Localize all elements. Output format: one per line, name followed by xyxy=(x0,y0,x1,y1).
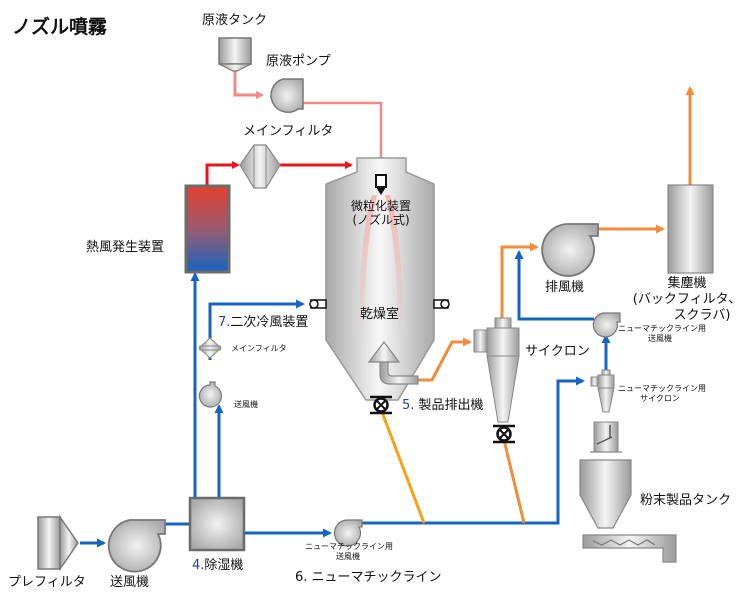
prefilter xyxy=(37,514,79,572)
label-hot-air-generator: 熱風発生装置 xyxy=(86,240,165,255)
label-pneumatic-blower-bottom-line2: 送風機 xyxy=(336,552,360,561)
pneumatic-rotary-feeder xyxy=(590,421,622,453)
page-title: ノズル噴霧 xyxy=(12,16,108,38)
pneumatic-line-cyclone xyxy=(590,369,615,413)
atomizer-nozzle-icon xyxy=(375,174,387,195)
label-dust-collector-line1: 集塵機 xyxy=(667,276,707,291)
label-pneumatic-cyclone: ニューマチックライン用 サイクロン xyxy=(618,384,706,404)
label-blower: 送風機 xyxy=(110,575,150,590)
product-discharge-number: 5. xyxy=(402,398,415,413)
label-pneumatic-blower-right-line2: 送風機 xyxy=(648,334,672,343)
secondary-cooling-text: 二次冷風装置 xyxy=(230,315,309,330)
pneumatic-line-text: ニューマチックライン xyxy=(311,570,442,585)
secondary-blower xyxy=(198,381,222,408)
label-pneumatic-blower-bottom: ニューマチックライン用 送風機 xyxy=(305,542,393,562)
label-blower-small: 送風機 xyxy=(234,400,258,409)
exhaust-pipe-cyclone-to-fan xyxy=(500,242,539,318)
label-pneumatic-line: 6. ニューマチックライン xyxy=(295,570,442,586)
label-atomizer-line2: (ノズル式) xyxy=(352,213,410,227)
screw-conveyor xyxy=(582,534,677,563)
label-main-filter-top: メインフィルタ xyxy=(243,124,334,139)
label-atomizer-line1: 微粒化装置 xyxy=(350,199,411,213)
label-dust-collector-line3: スクラバ) xyxy=(673,308,731,323)
hot-air-generator xyxy=(184,184,231,274)
product-pipe-chamber-to-cyclone xyxy=(417,337,472,382)
raw-liquid-pump xyxy=(270,78,304,113)
pneumatic-line-pipe xyxy=(362,376,585,525)
dehumidifier-text: 除湿機 xyxy=(204,558,244,573)
label-pneumatic-cyclone-line2: サイクロン xyxy=(640,394,680,403)
label-drying-chamber: 乾燥室 xyxy=(360,307,400,322)
cooling-air-inlet-left xyxy=(309,299,327,309)
liquid-pipe-tank-to-pump xyxy=(233,70,264,99)
label-exhaust-fan: 排風機 xyxy=(545,280,585,295)
label-dust-collector: 集塵機 (バックフィルタ、 スクラバ) xyxy=(622,276,751,324)
label-raw-pump: 原液ポンプ xyxy=(266,54,331,69)
label-prefilter: プレフィルタ xyxy=(8,575,86,590)
label-secondary-cooling: 7.二次冷風装置 xyxy=(218,315,308,331)
hot-air-pipe-heater-to-filter xyxy=(205,161,240,185)
label-cyclone: サイクロン xyxy=(525,344,590,359)
main-filter-top xyxy=(239,144,281,189)
cyclone xyxy=(473,317,520,423)
label-powder-tank: 粉末製品タンク xyxy=(640,493,732,508)
product-pipe-cyclone-discharge xyxy=(502,439,526,524)
air-pipe-pneumatic-blower-to-exhaust xyxy=(514,250,594,321)
label-main-filter-small: メインフィルタ xyxy=(231,344,287,353)
pneumatic-line-blower-bottom xyxy=(333,519,363,547)
label-pneumatic-blower-bottom-line1: ニューマチックライン用 xyxy=(305,542,393,551)
dehumidifier xyxy=(188,496,246,552)
product-pipe-chamber-discharge xyxy=(380,411,426,524)
pneumatic-line-blower-right xyxy=(592,312,621,338)
liquid-pipe-pump-to-nozzle xyxy=(303,101,383,175)
spray-plume xyxy=(359,195,377,340)
label-raw-tank: 原液タンク xyxy=(202,13,268,28)
dust-collector xyxy=(667,184,714,274)
label-dust-collector-line2: (バックフィルタ、 xyxy=(632,292,742,307)
product-discharge-text: 製品排出機 xyxy=(418,398,484,413)
dehumidifier-number: 4. xyxy=(192,558,205,573)
main-filter-small xyxy=(198,337,222,359)
powder-product-tank xyxy=(579,459,632,529)
label-pneumatic-blower-right: ニューマチックライン用 送風機 xyxy=(618,324,706,344)
label-atomizer: 微粒化装置 (ノズル式) xyxy=(345,199,417,227)
exhaust-fan xyxy=(541,223,599,277)
label-product-discharge: 5. 製品排出機 xyxy=(402,398,484,414)
label-pneumatic-cyclone-line1: ニューマチックライン用 xyxy=(618,384,706,393)
rotary-valve-chamber-icon xyxy=(370,395,392,415)
secondary-cooling-number: 7. xyxy=(218,315,231,330)
rotary-valve-cyclone-icon xyxy=(493,424,515,444)
raw-liquid-tank xyxy=(218,37,252,72)
pneumatic-line-number: 6. xyxy=(295,570,308,585)
cooling-air-inlet-right xyxy=(433,299,450,309)
label-pneumatic-blower-right-line1: ニューマチックライン用 xyxy=(618,324,706,333)
label-dehumidifier: 4.除湿機 xyxy=(192,558,243,574)
main-blower xyxy=(107,519,166,573)
drying-chamber xyxy=(309,157,450,401)
product-outlet-elbow xyxy=(367,341,419,385)
